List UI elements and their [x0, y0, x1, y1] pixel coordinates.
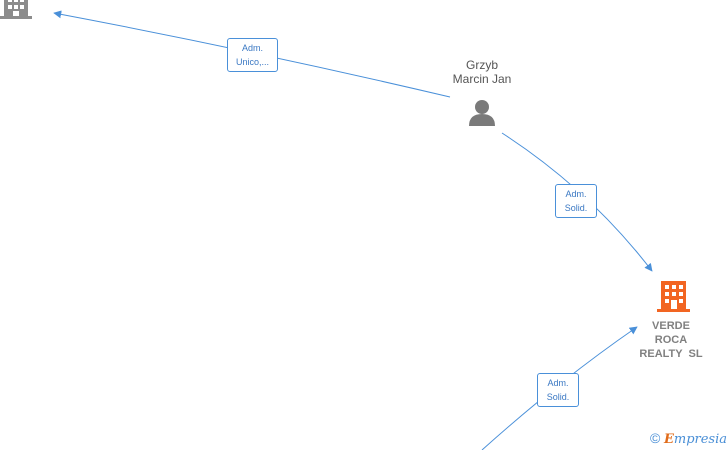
person-icon[interactable] — [469, 100, 495, 126]
company-name-line3: REALTY SL — [639, 348, 703, 360]
edge-label-line1: Adm. — [565, 189, 587, 199]
company-other-icon[interactable] — [0, 0, 32, 19]
edge-label-line2: Solid. — [546, 392, 570, 402]
edge-label-line2: Unico,... — [235, 57, 269, 67]
company-main-label[interactable]: VERDE ROCA REALTY SL — [630, 319, 712, 361]
company-name-line1: VERDE — [652, 320, 690, 332]
person-name-line2: Marcin Jan — [452, 72, 512, 86]
brand-name: mpresia — [673, 432, 728, 447]
edge-label-adm-unico[interactable]: Adm. Unico,... — [227, 38, 278, 72]
company-name-line2: ROCA — [654, 334, 688, 346]
edge-label-adm-solid-2[interactable]: Adm. Solid. — [537, 373, 579, 407]
building-icon[interactable] — [657, 281, 690, 312]
brand-logo: © Empresia — [650, 430, 727, 447]
copyright-symbol: © — [650, 430, 661, 446]
edge-label-line2: Solid. — [564, 203, 588, 213]
edge-label-line1: Adm. — [547, 378, 569, 388]
edge-label-adm-solid-1[interactable]: Adm. Solid. — [555, 184, 597, 218]
person-name-label[interactable]: Grzyb Marcin Jan — [440, 58, 524, 86]
edge-label-line1: Adm. — [241, 43, 263, 53]
person-name-line1: Grzyb — [465, 58, 498, 72]
brand-initial: E — [663, 432, 674, 447]
